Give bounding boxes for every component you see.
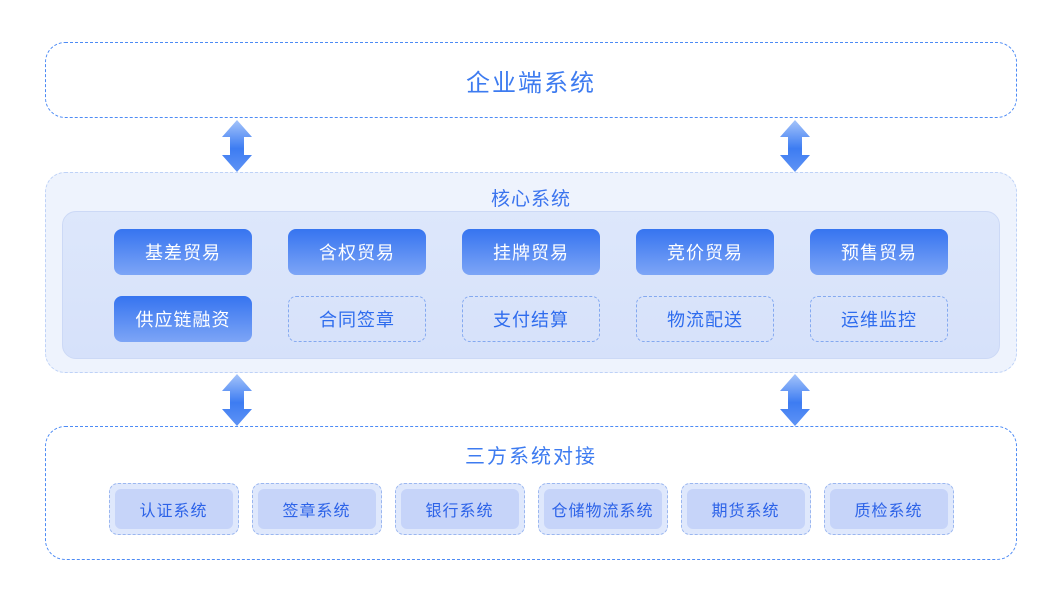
- system-item-quality-inspection: 质检系统: [823, 483, 954, 535]
- core-system-title: 核心系统: [490, 189, 571, 210]
- system-item-label: 质检系统: [829, 489, 948, 529]
- system-item-warehouse-logistics: 仓储物流系统: [537, 483, 668, 535]
- system-item-label: 银行系统: [400, 489, 519, 529]
- secondary-modules-row: 供应链融资 合同签章 支付结算 物流配送 运维监控: [63, 295, 999, 342]
- system-item-signature: 签章系统: [251, 483, 382, 535]
- module-chip-listing-trade: 挂牌贸易: [462, 228, 600, 275]
- module-chip-logistics-delivery: 物流配送: [636, 295, 774, 342]
- enterprise-system-title: 企业端系统: [466, 69, 596, 97]
- system-item-label: 签章系统: [257, 489, 376, 529]
- module-chip-basis-trade: 基差贸易: [114, 228, 252, 275]
- system-item-bank: 银行系统: [394, 483, 525, 535]
- double-arrow-icon: [780, 374, 810, 426]
- system-item-futures: 期货系统: [680, 483, 811, 535]
- primary-modules-row: 基差贸易 含权贸易 挂牌贸易 竞价贸易 预售贸易: [63, 228, 999, 275]
- module-chip-ops-monitoring: 运维监控: [810, 295, 948, 342]
- module-chip-option-trade: 含权贸易: [288, 228, 426, 275]
- system-item-authentication: 认证系统: [108, 483, 239, 535]
- module-chip-bidding-trade: 竞价贸易: [636, 228, 774, 275]
- third-party-systems-box: 三方系统对接 认证系统 签章系统 银行系统 仓储物流系统 期货系统 质检系统: [45, 426, 1017, 560]
- system-item-label: 认证系统: [114, 489, 233, 529]
- module-chip-supply-chain-finance: 供应链融资: [114, 295, 252, 342]
- double-arrow-icon: [222, 374, 252, 426]
- module-chip-presale-trade: 预售贸易: [810, 228, 948, 275]
- system-item-label: 仓储物流系统: [543, 489, 662, 529]
- third-party-systems-row: 认证系统 签章系统 银行系统 仓储物流系统 期货系统 质检系统: [46, 483, 1016, 535]
- enterprise-system-box: 企业端系统: [45, 42, 1017, 118]
- core-system-box: 核心系统 基差贸易 含权贸易 挂牌贸易 竞价贸易 预售贸易 供应链融资 合同签章…: [45, 172, 1017, 373]
- core-modules-panel: 基差贸易 含权贸易 挂牌贸易 竞价贸易 预售贸易 供应链融资 合同签章 支付结算…: [62, 211, 1000, 359]
- module-chip-payment-settlement: 支付结算: [462, 295, 600, 342]
- system-item-label: 期货系统: [686, 489, 805, 529]
- third-party-systems-title: 三方系统对接: [465, 446, 597, 468]
- module-chip-contract-signing: 合同签章: [288, 295, 426, 342]
- double-arrow-icon: [222, 120, 252, 172]
- double-arrow-icon: [780, 120, 810, 172]
